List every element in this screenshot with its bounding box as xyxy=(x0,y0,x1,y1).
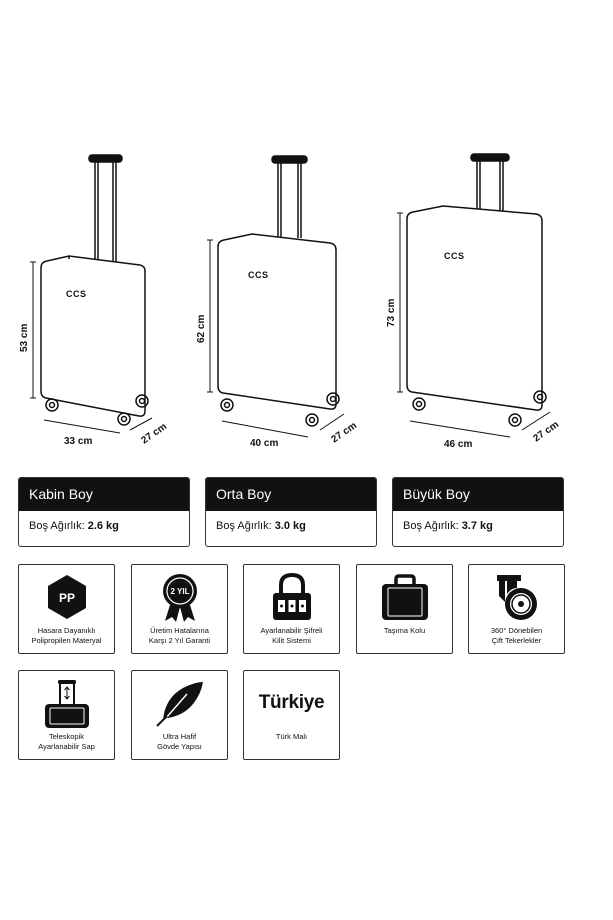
feature-carry-handle: Taşıma Kolu xyxy=(356,564,453,654)
suitcase-cabin-logo: CCS xyxy=(66,289,87,299)
large-width-label: 46 cm xyxy=(444,439,472,450)
svg-text:PP: PP xyxy=(58,591,74,605)
combination-lock-icon xyxy=(272,572,311,620)
luggage-illustrations: CCS 53 cm 33 cm 27 cm CCS 62 cm 40 cm 27… xyxy=(19,153,561,450)
telescopic-handle-icon xyxy=(44,680,89,728)
spinner-wheel-icon xyxy=(496,575,537,620)
feather-icon xyxy=(155,682,203,727)
size-card-weight: Boş Ağırlık: 3.0 kg xyxy=(216,520,306,532)
size-card-cabin: Kabin Boy Boş Ağırlık: 2.6 kg xyxy=(18,477,190,547)
warranty-badge-icon: 2 YIL xyxy=(162,574,197,622)
turkiye-wordmark: Türkiye xyxy=(258,692,325,713)
medium-depth-label: 27 cm xyxy=(329,420,359,445)
suitcase-medium-logo: CCS xyxy=(248,270,269,280)
feature-made-in-turkiye: Türkiye Türk Malı xyxy=(243,670,340,760)
feature-label: Türk Malı xyxy=(275,732,308,741)
medium-height-label: 62 cm xyxy=(196,315,207,343)
suitcase-cabin xyxy=(40,154,149,426)
large-height-label: 73 cm xyxy=(386,299,397,327)
suitcase-large xyxy=(406,153,547,427)
svg-text:2 YIL: 2 YIL xyxy=(170,587,189,596)
size-card-title: Orta Boy xyxy=(206,478,376,511)
suitcase-medium xyxy=(217,155,340,427)
cabin-depth-label: 27 cm xyxy=(139,421,169,446)
size-card-title: Büyük Boy xyxy=(393,478,563,511)
large-depth-label: 27 cm xyxy=(531,419,561,444)
size-card-large: Büyük Boy Boş Ağırlık: 3.7 kg xyxy=(392,477,564,547)
size-card-title: Kabin Boy xyxy=(19,478,189,511)
carry-handle-icon xyxy=(381,574,428,620)
pp-icon: PP xyxy=(47,575,86,619)
size-card-medium: Orta Boy Boş Ağırlık: 3.0 kg xyxy=(205,477,377,547)
cabin-height-label: 53 cm xyxy=(19,324,30,352)
size-card-weight: Boş Ağırlık: 3.7 kg xyxy=(403,520,493,532)
suitcase-large-logo: CCS xyxy=(444,251,465,261)
medium-width-label: 40 cm xyxy=(250,438,278,449)
size-card-weight: Boş Ağırlık: 2.6 kg xyxy=(29,520,119,532)
feature-label: Taşıma Kolu xyxy=(383,626,426,635)
cabin-width-label: 33 cm xyxy=(64,436,92,447)
